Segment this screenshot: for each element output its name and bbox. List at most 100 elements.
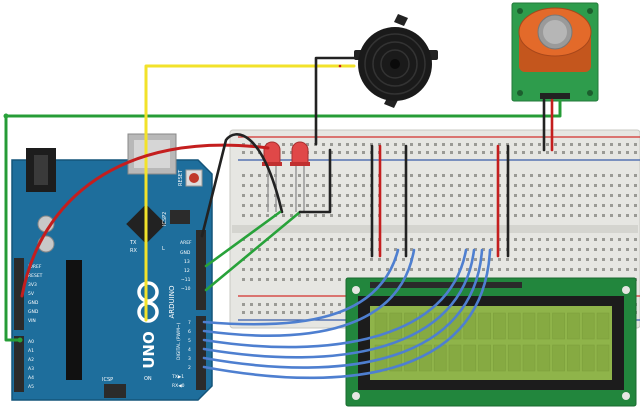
breadboard-hole	[394, 143, 397, 146]
breadboard-hole	[338, 174, 341, 177]
breadboard-hole	[458, 248, 461, 251]
breadboard-hole	[490, 151, 493, 154]
breadboard-hole	[450, 174, 453, 177]
breadboard-hole	[330, 174, 333, 177]
breadboard-hole	[410, 248, 413, 251]
breadboard-hole	[362, 248, 365, 251]
breadboard-hole	[354, 174, 357, 177]
lcd-character-cell	[478, 344, 491, 372]
breadboard-hole	[466, 151, 469, 154]
breadboard-hole	[354, 258, 357, 261]
breadboard-hole	[426, 258, 429, 261]
breadboard-hole	[522, 268, 525, 271]
lcd-mount-hole	[622, 392, 630, 400]
breadboard-hole	[578, 184, 581, 187]
breadboard-hole	[338, 151, 341, 154]
breadboard-hole	[322, 184, 325, 187]
breadboard-hole	[554, 174, 557, 177]
breadboard-hole	[306, 204, 309, 207]
breadboard-hole	[306, 278, 309, 281]
breadboard-hole	[330, 248, 333, 251]
breadboard-hole	[386, 258, 389, 261]
breadboard-hole	[410, 214, 413, 217]
lcd-character-cell	[507, 344, 521, 372]
breadboard-hole	[346, 174, 349, 177]
breadboard-hole	[578, 258, 581, 261]
buzzer-hole	[390, 59, 400, 69]
reset-button-cap[interactable]	[189, 173, 199, 183]
breadboard-hole	[426, 214, 429, 217]
breadboard-hole	[482, 184, 485, 187]
breadboard-hole	[394, 174, 397, 177]
breadboard-hole	[482, 143, 485, 146]
breadboard-hole	[626, 204, 629, 207]
breadboard-hole	[634, 143, 637, 146]
breadboard-hole	[618, 174, 621, 177]
breadboard-hole	[250, 303, 253, 306]
breadboard-hole	[242, 151, 245, 154]
breadboard-hole	[610, 194, 613, 197]
breadboard-hole	[514, 143, 517, 146]
lcd-character-cell	[567, 344, 580, 372]
breadboard-hole	[586, 214, 589, 217]
breadboard-hole	[514, 258, 517, 261]
breadboard-hole	[442, 174, 445, 177]
wire-green-led-2	[204, 210, 302, 292]
breadboard-hole	[594, 204, 597, 207]
breadboard-hole	[618, 151, 621, 154]
breadboard-hole	[514, 248, 517, 251]
breadboard-hole	[274, 268, 277, 271]
breadboard-hole	[538, 214, 541, 217]
breadboard-hole	[442, 194, 445, 197]
breadboard-hole	[594, 238, 597, 241]
breadboard-hole	[474, 258, 477, 261]
breadboard-hole	[466, 268, 469, 271]
breadboard-hole	[426, 194, 429, 197]
gas-sensor-hole	[517, 90, 523, 96]
breadboard-hole	[354, 151, 357, 154]
gas-sensor-hole	[587, 90, 593, 96]
breadboard-hole	[402, 204, 405, 207]
breadboard-hole	[330, 143, 333, 146]
label-digital: DIGITAL (PWM~)	[176, 322, 182, 360]
breadboard-hole	[338, 214, 341, 217]
breadboard-hole	[546, 194, 549, 197]
breadboard-hole	[570, 151, 573, 154]
breadboard-hole	[386, 268, 389, 271]
wire-black-led-2	[298, 148, 332, 214]
breadboard-hole	[338, 194, 341, 197]
lcd-character-cell	[537, 344, 551, 372]
label-3v3: 3V3	[28, 282, 37, 288]
breadboard-hole	[346, 151, 349, 154]
breadboard-hole	[570, 248, 573, 251]
wires	[3, 56, 562, 380]
breadboard-hole	[554, 238, 557, 241]
breadboard-hole	[418, 268, 421, 271]
breadboard-hole	[426, 204, 429, 207]
label-on: ON	[144, 376, 152, 382]
breadboard-hole	[282, 278, 285, 281]
breadboard-hole	[394, 204, 397, 207]
breadboard-hole	[306, 268, 309, 271]
breadboard-hole	[410, 268, 413, 271]
lcd-mount-hole	[352, 392, 360, 400]
breadboard-hole	[402, 174, 405, 177]
wire-blue-lcd	[202, 248, 400, 326]
breadboard-hole	[450, 184, 453, 187]
breadboard-hole	[458, 194, 461, 197]
breadboard-hole	[298, 268, 301, 271]
wire-end-pin	[3, 113, 9, 119]
breadboard-hole	[538, 238, 541, 241]
breadboard-hole	[274, 248, 277, 251]
breadboard-hole	[466, 174, 469, 177]
lcd-character-cell	[522, 312, 536, 340]
breadboard-hole	[530, 184, 533, 187]
breadboard-hole	[466, 258, 469, 261]
breadboard-hole	[618, 214, 621, 217]
breadboard-hole	[434, 194, 437, 197]
piezo-buzzer	[354, 14, 438, 108]
breadboard-hole	[434, 268, 437, 271]
label-gnd-p2: GND	[28, 309, 39, 315]
breadboard-hole	[618, 204, 621, 207]
